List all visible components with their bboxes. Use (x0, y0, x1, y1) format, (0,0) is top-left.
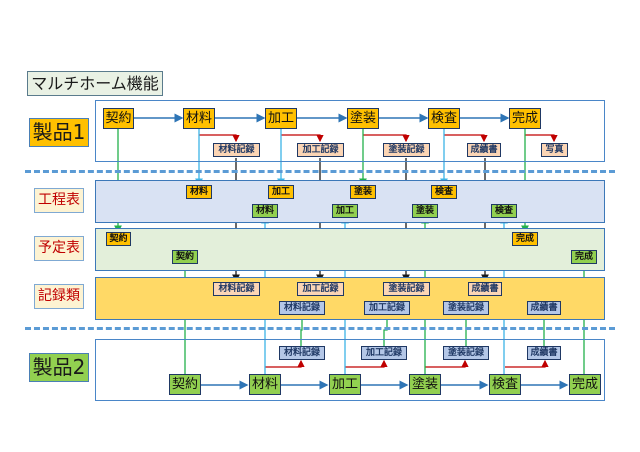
records-p1-painting[interactable]: 塗装記録 (383, 282, 430, 296)
product1-record-arrows (199, 134, 558, 143)
product2-label: 製品2 (29, 353, 89, 382)
product1-record-photo[interactable]: 写真 (541, 143, 568, 157)
product1-record-material[interactable]: 材料記録 (213, 143, 260, 157)
product1-label: 製品1 (29, 118, 89, 147)
process-table-label: 工程表 (34, 188, 84, 213)
records-p1-processing[interactable]: 加工記録 (297, 282, 344, 296)
product1-frame (95, 100, 605, 162)
product1-step-material[interactable]: 材料 (183, 108, 215, 129)
product2-record-arrows (265, 359, 549, 368)
page-title: マルチホーム機能 (27, 71, 163, 96)
schedule-p1-completion[interactable]: 完成 (512, 232, 538, 246)
product2-record-painting[interactable]: 塗装記録 (443, 346, 489, 360)
records-p1-material[interactable]: 材料記録 (213, 282, 260, 296)
schedule-p1-contract[interactable]: 契約 (106, 232, 131, 246)
product2-step-completion[interactable]: 完成 (569, 374, 601, 395)
process-p1-inspection[interactable]: 検査 (431, 185, 457, 199)
schedule-p2-completion[interactable]: 完成 (571, 250, 597, 264)
product2-record-material[interactable]: 材料記録 (279, 346, 325, 360)
process-p2-material[interactable]: 材料 (252, 204, 278, 218)
process-p2-inspection[interactable]: 検査 (491, 204, 517, 218)
product2-record-report[interactable]: 成績書 (527, 346, 561, 360)
product1-step-completion[interactable]: 完成 (509, 108, 541, 129)
process-p2-processing[interactable]: 加工 (332, 204, 358, 218)
process-p1-painting[interactable]: 塗装 (350, 185, 376, 199)
product1-record-report[interactable]: 成績書 (467, 143, 501, 157)
product1-record-processing[interactable]: 加工記録 (297, 143, 344, 157)
records-p2-processing[interactable]: 加工記録 (364, 301, 410, 315)
schedule-p2-contract[interactable]: 契約 (172, 250, 198, 264)
product1-step-painting[interactable]: 塗装 (347, 108, 379, 129)
product2-step-contract[interactable]: 契約 (169, 374, 201, 395)
process-p2-painting[interactable]: 塗装 (412, 204, 438, 218)
product1-record-painting[interactable]: 塗装記録 (383, 143, 430, 157)
process-p1-processing[interactable]: 加工 (268, 185, 294, 199)
product2-frame (95, 339, 605, 401)
product2-step-processing[interactable]: 加工 (329, 374, 361, 395)
records-p2-report[interactable]: 成績書 (527, 301, 561, 315)
product1-step-inspection[interactable]: 検査 (428, 108, 460, 129)
records-p2-material[interactable]: 材料記録 (279, 301, 325, 315)
records-band (95, 277, 605, 320)
product2-record-processing[interactable]: 加工記録 (361, 346, 407, 360)
product1-process-links (195, 128, 448, 187)
product2-step-painting[interactable]: 塗装 (409, 374, 441, 395)
product2-step-inspection[interactable]: 検査 (489, 374, 521, 395)
divider-bottom (25, 327, 615, 330)
process-p1-material[interactable]: 材料 (186, 185, 212, 199)
divider-top (25, 170, 615, 173)
product1-step-contract[interactable]: 契約 (103, 108, 134, 129)
records-p1-report[interactable]: 成績書 (468, 282, 502, 296)
product2-step-material[interactable]: 材料 (249, 374, 281, 395)
product1-step-processing[interactable]: 加工 (265, 108, 297, 129)
records-p2-painting[interactable]: 塗装記録 (443, 301, 489, 315)
records-label: 記録類 (34, 284, 84, 309)
schedule-table-label: 予定表 (34, 236, 84, 261)
